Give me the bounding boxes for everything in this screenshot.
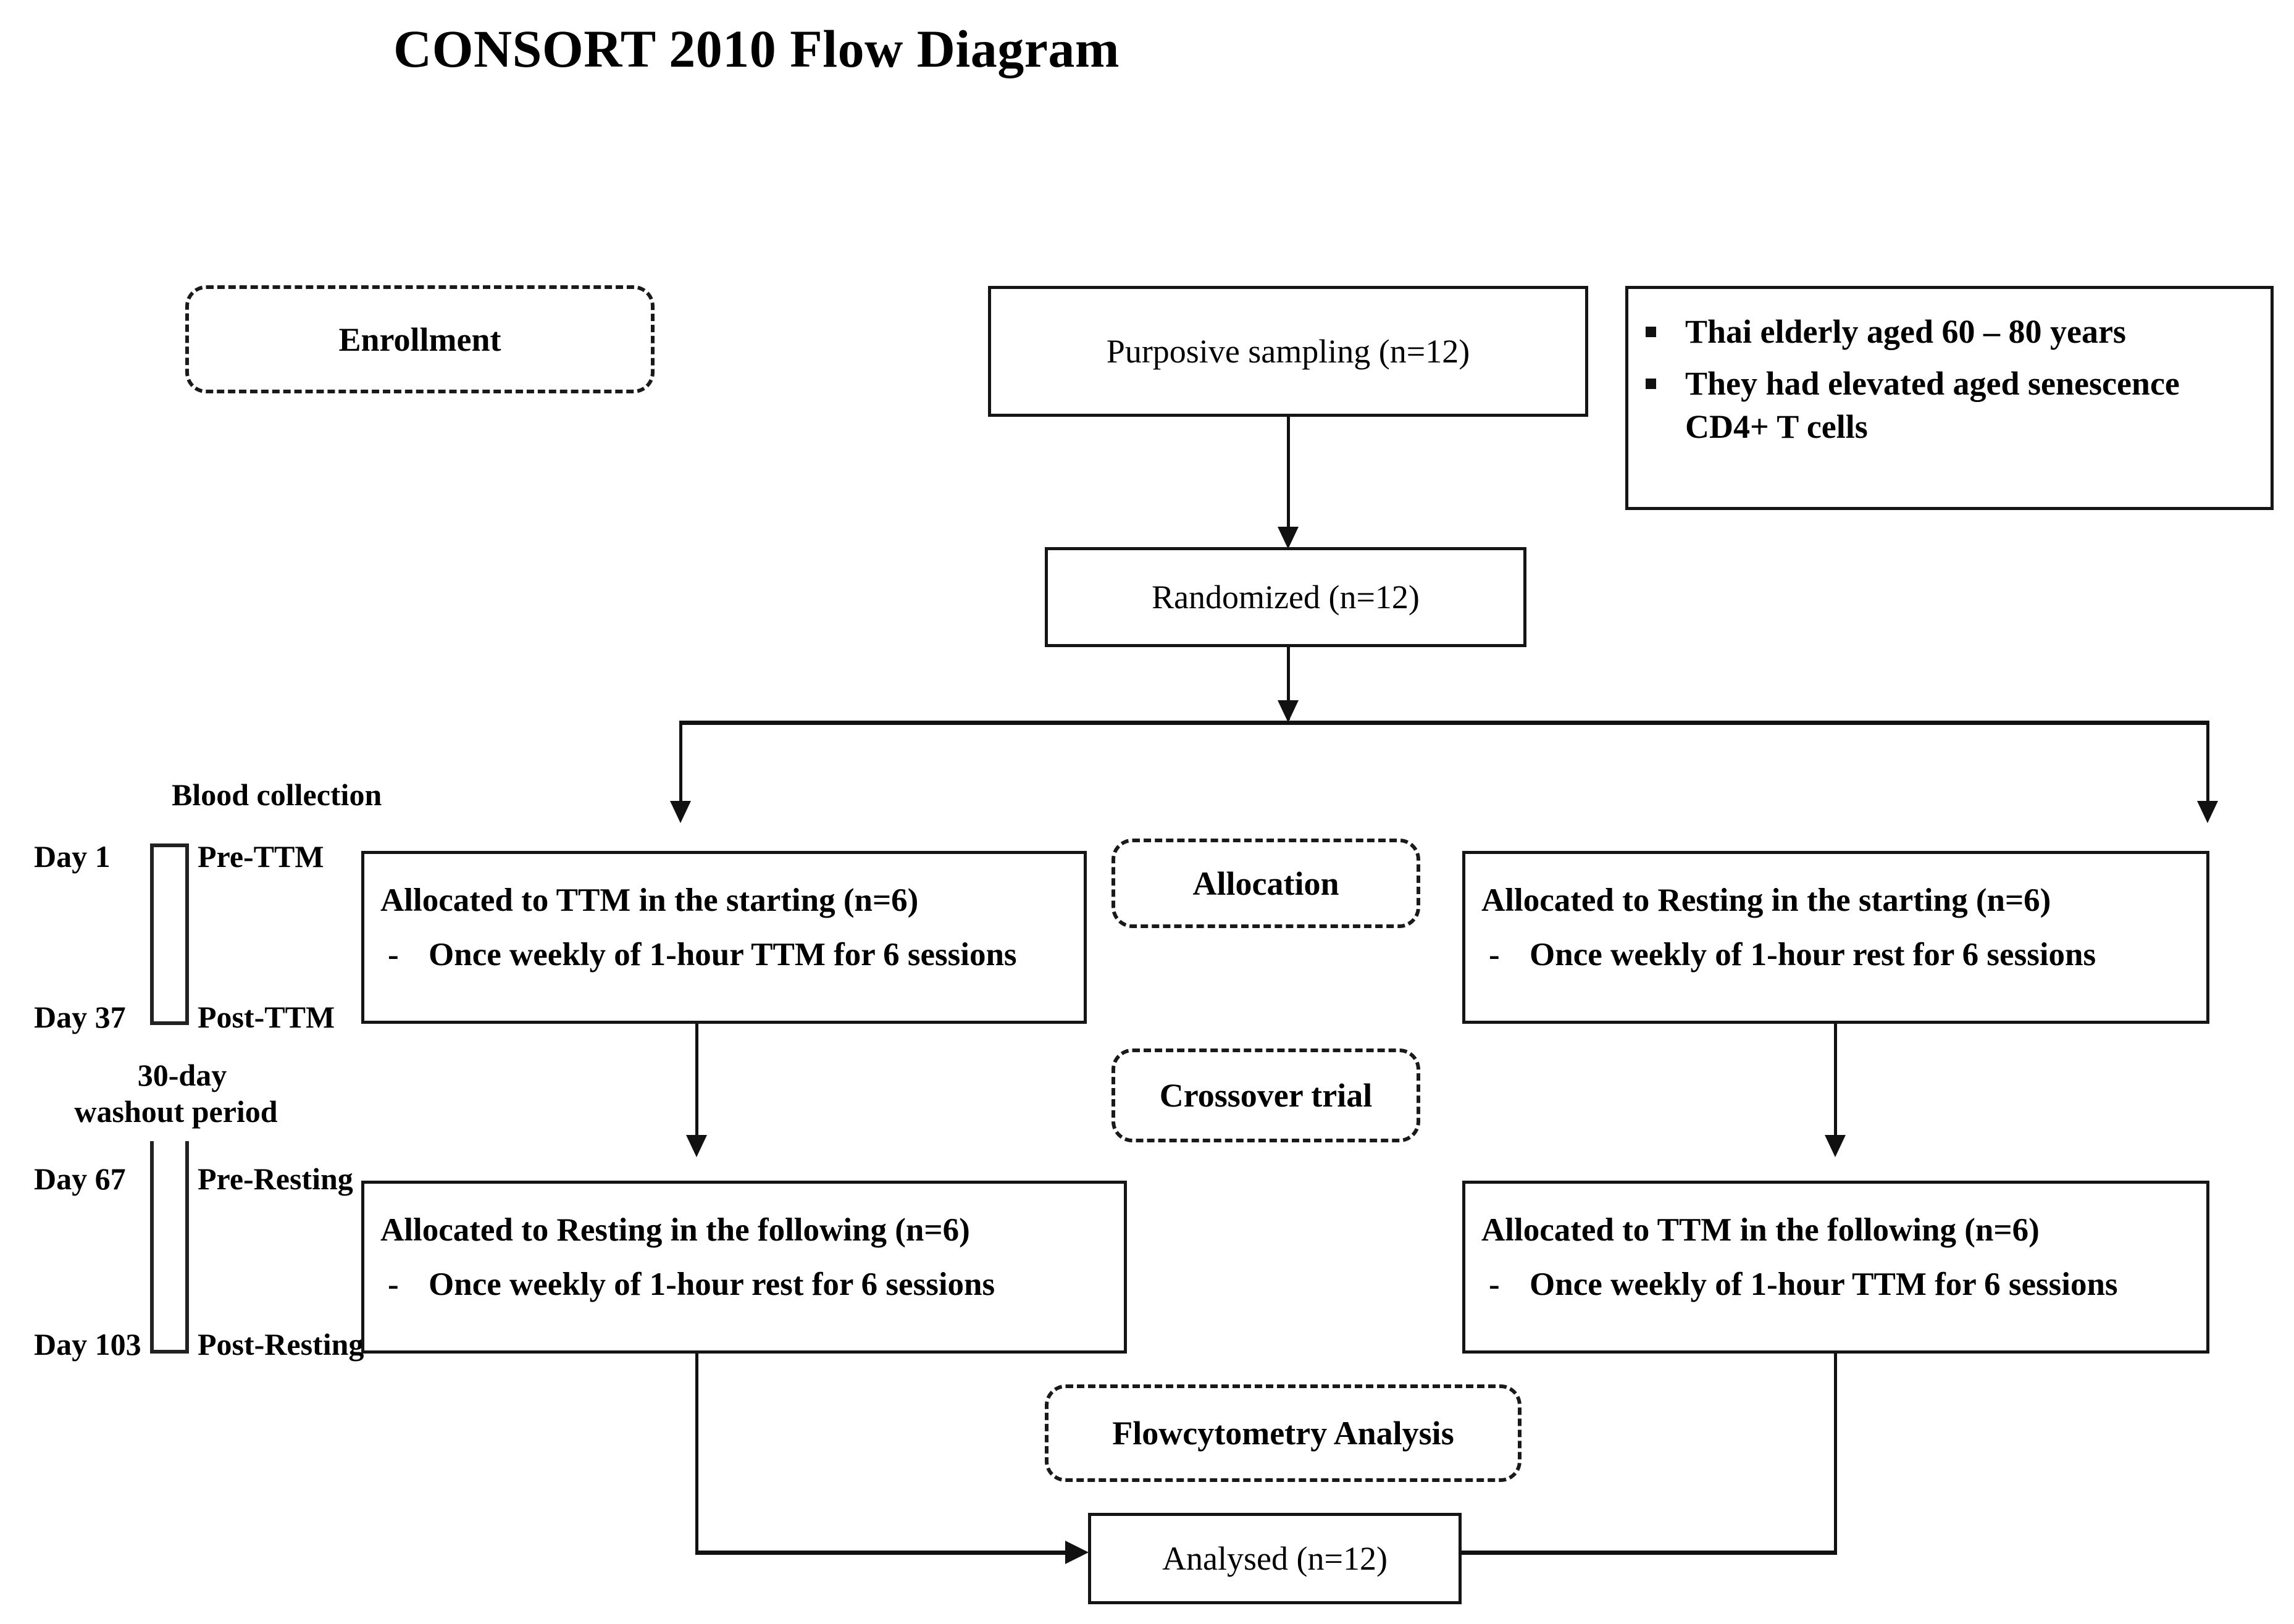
arm-right-follow-detail: Once weekly of 1-hour TTM for 6 sessions <box>1530 1266 2118 1303</box>
connector-left-start-to-follow <box>695 1024 698 1153</box>
connector-left-to-analysed-vertical <box>695 1354 698 1554</box>
timeline-day-label: Day 1 <box>34 839 111 874</box>
criteria-item-text: They had elevated aged senescence CD4+ T… <box>1685 365 2180 446</box>
list-item: Thai elderly aged 60 – 80 years <box>1628 310 2271 353</box>
arm-left-follow-title: Allocated to Resting in the following (n… <box>380 1212 970 1248</box>
arm-left-follow-detail: Once weekly of 1-hour rest for 6 session… <box>429 1266 995 1303</box>
timeline-bracket-bottom-2 <box>150 1350 188 1354</box>
dash-bullet-icon: - <box>388 937 399 973</box>
node-randomized-text: Randomized (n=12) <box>1152 579 1420 616</box>
arrowhead-down-icon <box>686 1135 707 1157</box>
timeline-phase-label: Post-Resting <box>198 1327 364 1362</box>
criteria-item-text: Thai elderly aged 60 – 80 years <box>1685 313 2126 350</box>
stage-label-allocation-text: Allocation <box>1192 864 1339 902</box>
arm-box-right-start: Allocated to Resting in the starting (n=… <box>1462 851 2209 1024</box>
timeline-bracket-right-1 <box>185 843 189 1025</box>
arrowhead-right-icon <box>1065 1541 1089 1564</box>
stage-label-enrollment: Enrollment <box>185 285 655 393</box>
node-analysed: Analysed (n=12) <box>1088 1513 1462 1604</box>
node-analysed-text: Analysed (n=12) <box>1162 1540 1388 1577</box>
arm-right-follow-title: Allocated to TTM in the following (n=6) <box>1481 1212 2040 1248</box>
arm-left-start-title: Allocated to TTM in the starting (n=6) <box>380 882 919 918</box>
timeline-day-label: Day 103 <box>34 1327 141 1362</box>
dash-bullet-icon: - <box>1489 937 1500 973</box>
node-randomized: Randomized (n=12) <box>1045 547 1526 647</box>
arrowhead-down-icon <box>2197 801 2218 823</box>
arm-left-start-detail: Once weekly of 1-hour TTM for 6 sessions <box>429 937 1017 973</box>
connector-left-to-analysed-horizontal <box>695 1551 1070 1555</box>
stage-label-allocation: Allocation <box>1111 839 1420 928</box>
arm-box-left-start: Allocated to TTM in the starting (n=6) -… <box>361 851 1087 1024</box>
washout-line-1: 30-day <box>137 1058 227 1092</box>
square-bullet-icon <box>1646 327 1656 337</box>
stage-label-flowcytometry: Flowcytometry Analysis <box>1045 1384 1522 1482</box>
split-bar-horizontal <box>679 721 2209 725</box>
washout-period-label: 30-day washout period <box>74 1057 284 1130</box>
connector-right-to-analysed-vertical <box>1834 1354 1837 1554</box>
stage-label-enrollment-text: Enrollment <box>338 320 501 358</box>
arm-left-follow-detail-row: - Once weekly of 1-hour rest for 6 sessi… <box>380 1264 1108 1305</box>
node-purposive-sampling-text: Purposive sampling (n=12) <box>1106 333 1470 370</box>
timeline-bracket-bottom-1 <box>150 1021 188 1025</box>
arrowhead-down-icon <box>670 801 691 823</box>
stage-label-flowcytometry-text: Flowcytometry Analysis <box>1112 1415 1454 1452</box>
inclusion-criteria-list: Thai elderly aged 60 – 80 years They had… <box>1628 310 2271 449</box>
arm-box-left-follow: Allocated to Resting in the following (n… <box>361 1181 1127 1354</box>
timeline-phase-label: Post-TTM <box>198 1000 335 1034</box>
dash-bullet-icon: - <box>1489 1266 1500 1303</box>
arrowhead-down-icon <box>1278 527 1299 549</box>
arm-right-start-detail: Once weekly of 1-hour rest for 6 session… <box>1530 937 2096 973</box>
inclusion-criteria-box: Thai elderly aged 60 – 80 years They had… <box>1625 286 2274 510</box>
stage-label-crossover: Crossover trial <box>1111 1048 1420 1142</box>
connector-branch-left <box>679 721 682 819</box>
connector-randomized-stem <box>1287 647 1290 720</box>
connector-right-start-to-follow <box>1834 1024 1837 1153</box>
timeline-bracket-top-1 <box>150 843 188 847</box>
stage-label-crossover-text: Crossover trial <box>1159 1077 1373 1114</box>
timeline-day-label: Day 67 <box>34 1161 126 1196</box>
timeline-bracket-left-2 <box>150 1141 154 1354</box>
timeline-phase-label: Pre-TTM <box>198 839 324 874</box>
arm-left-start-detail-row: - Once weekly of 1-hour TTM for 6 sessio… <box>380 934 1068 975</box>
connector-right-to-analysed-horizontal <box>1461 1551 1837 1555</box>
arm-right-follow-detail-row: - Once weekly of 1-hour TTM for 6 sessio… <box>1481 1264 2190 1305</box>
node-purposive-sampling: Purposive sampling (n=12) <box>988 286 1588 417</box>
washout-line-2: washout period <box>74 1094 278 1129</box>
timeline-bracket-left-1 <box>150 843 154 1025</box>
timeline-header: Blood collection <box>172 777 382 812</box>
timeline-day-label: Day 37 <box>34 1000 126 1034</box>
page-title: CONSORT 2010 Flow Diagram <box>393 19 1120 78</box>
arrowhead-down-icon <box>1825 1135 1846 1157</box>
timeline-phase-label: Pre-Resting <box>198 1161 353 1196</box>
arm-box-right-follow: Allocated to TTM in the following (n=6) … <box>1462 1181 2209 1354</box>
timeline-bracket-right-2 <box>185 1141 189 1354</box>
arm-right-start-detail-row: - Once weekly of 1-hour rest for 6 sessi… <box>1481 934 2190 975</box>
arm-right-start-title: Allocated to Resting in the starting (n=… <box>1481 882 2051 918</box>
connector-sampling-to-randomized <box>1287 417 1290 545</box>
list-item: They had elevated aged senescence CD4+ T… <box>1628 362 2271 448</box>
connector-branch-right <box>2206 721 2209 819</box>
square-bullet-icon <box>1646 379 1656 390</box>
arrowhead-down-icon <box>1278 700 1299 722</box>
dash-bullet-icon: - <box>388 1266 399 1303</box>
